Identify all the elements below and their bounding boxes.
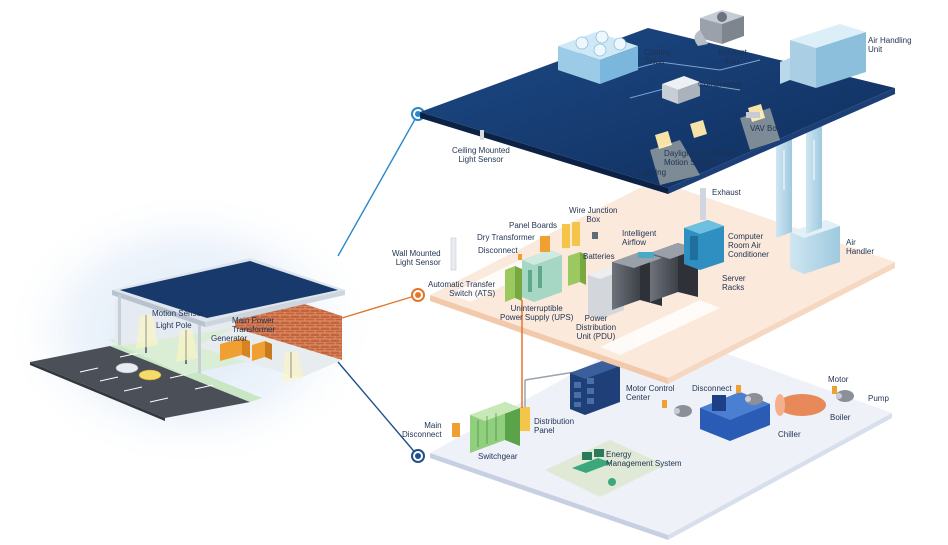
label-generator: Generator xyxy=(211,334,248,343)
label-light-pole: Light Pole xyxy=(156,321,192,330)
label-exhaust-fan: Exhaust Fan xyxy=(718,48,747,66)
label-cooling-tower: Cooling Tower xyxy=(644,48,672,66)
label-wall-light-sensor: Wall Mounted Light Sensor xyxy=(392,249,441,267)
label-switchgear: Switchgear xyxy=(478,452,518,461)
label-dry-transformer: Dry Transformer xyxy=(477,233,535,242)
batteries xyxy=(568,252,580,286)
label-air-handler: Air Handler xyxy=(846,238,875,256)
bottom-floor xyxy=(430,328,892,540)
exhaust-fan xyxy=(694,10,744,46)
ems-desk xyxy=(572,458,612,473)
main-disconnect xyxy=(452,423,460,437)
generator xyxy=(220,338,242,361)
compressor xyxy=(662,76,700,104)
main-power-transformer xyxy=(252,341,265,361)
label-ats: Automatic Transfer Switch (ATS) xyxy=(428,280,496,298)
label-main-power-transformer: Main Power Transformer xyxy=(232,316,276,334)
label-compressor: Compressor xyxy=(698,80,742,89)
label-ups: Uninterruptible Power Supply (UPS) xyxy=(500,304,574,322)
distribution-panel xyxy=(520,407,530,431)
ems-chair xyxy=(608,478,616,486)
label-batteries: Batteries xyxy=(583,252,615,261)
connector-top xyxy=(337,113,419,257)
boiler-body xyxy=(778,394,826,416)
label-wire-junction-box: Wire Junction Box xyxy=(569,206,618,224)
label-crac: Computer Room Air Conditioner xyxy=(728,232,769,259)
wire-junction-box xyxy=(592,232,598,239)
label-disconnect-low: Disconnect xyxy=(692,384,732,393)
label-ems: Energy Management System xyxy=(606,450,682,468)
pump xyxy=(836,390,854,402)
connector-lines xyxy=(337,113,419,457)
exhaust-duct xyxy=(700,188,706,220)
middle-floor xyxy=(430,180,895,384)
intelligent-airflow xyxy=(638,252,654,258)
parking-lot xyxy=(30,346,250,418)
label-chiller: Chiller xyxy=(778,430,801,439)
car-white xyxy=(115,362,139,374)
label-panel-boards: Panel Boards xyxy=(509,221,558,230)
label-lighting: Lighting xyxy=(638,168,667,177)
label-pdu: Power Distribution Unit (PDU) xyxy=(576,314,617,341)
label-motor: Motor xyxy=(828,375,849,384)
dry-transformer xyxy=(540,236,550,252)
vertical-ducts xyxy=(776,102,822,238)
connector-bottom xyxy=(337,361,419,457)
building-roof xyxy=(120,261,338,318)
label-pump: Pump xyxy=(868,394,889,403)
ems-monitor xyxy=(582,452,592,460)
connector-mid xyxy=(341,294,419,319)
label-intelligent-airflow: Intelligent Airflow xyxy=(622,229,657,247)
label-server-racks: Server Racks xyxy=(722,274,746,292)
ceiling-light-sensor xyxy=(480,130,484,140)
bottom-floor-slab xyxy=(430,328,892,535)
label-ceiling-light-sensor: Ceiling Mounted Light Sensor xyxy=(452,146,510,164)
air-handling-unit xyxy=(780,24,866,88)
label-air-handling-unit: Air Handling Unit xyxy=(868,36,912,54)
label-daylighting-controls: Daylighting Controls/ Motion Sensor xyxy=(664,149,738,167)
panel-boards xyxy=(562,224,570,248)
label-disconnect-mid: Disconnect xyxy=(478,246,518,255)
building-overview xyxy=(30,258,345,421)
label-distribution-panel: Distribution Panel xyxy=(534,417,575,435)
label-exhaust: Exhaust xyxy=(712,188,741,197)
car-yellow xyxy=(138,369,162,381)
label-motion-sensor: Motion Sensor xyxy=(152,309,204,318)
label-boiler: Boiler xyxy=(830,413,851,422)
label-main-disconnect: Main Disconnect xyxy=(402,421,442,439)
wall-mounted-light-sensor xyxy=(450,237,457,271)
roof-slab xyxy=(420,28,895,188)
cooling-tower xyxy=(558,30,638,84)
chiller-pump-left xyxy=(674,405,692,417)
ats xyxy=(505,266,515,302)
vav-box xyxy=(746,112,760,118)
label-vav-box: VAV Box xyxy=(750,124,781,133)
disconnect-box xyxy=(736,385,741,393)
motor-box xyxy=(832,386,837,394)
label-motor-control-center: Motor Control Center xyxy=(626,384,675,402)
top-floor xyxy=(420,10,895,194)
disconnect-mid xyxy=(518,254,522,260)
